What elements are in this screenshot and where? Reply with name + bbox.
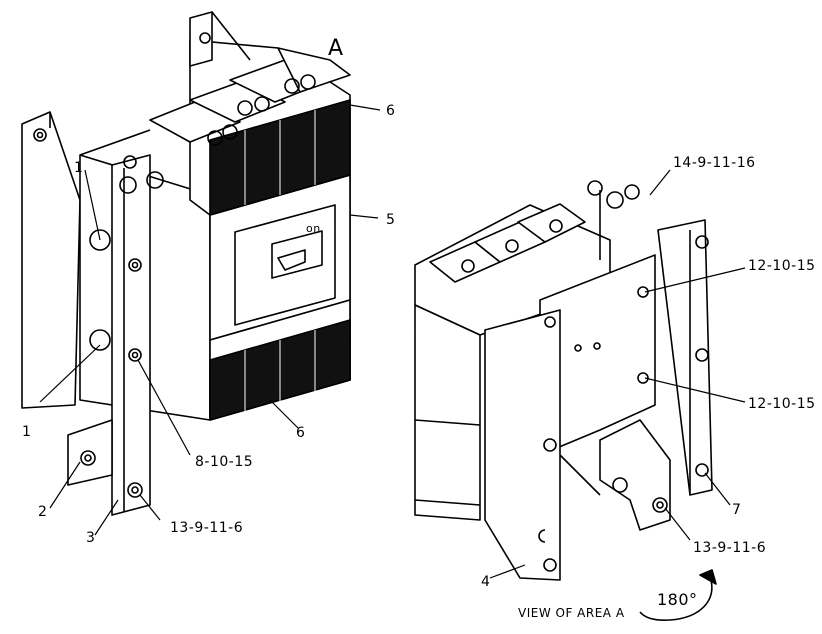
view-label-a: A	[328, 36, 344, 61]
view-of-area-caption: VIEW OF AREA A	[518, 606, 625, 620]
callout-14: 14-9-11-16	[673, 155, 756, 171]
callout-8: 8-10-15	[195, 454, 254, 470]
top-bolts	[587, 180, 640, 260]
callout-13-left: 13-9-11-6	[170, 520, 244, 536]
right-assembly	[414, 180, 713, 581]
left-assembly	[21, 11, 351, 516]
callout-13-right: 13-9-11-6	[693, 540, 767, 556]
callout-2: 2	[38, 504, 48, 520]
leader-lines	[39, 104, 746, 579]
callout-1-bottom: 1	[22, 424, 32, 440]
right-mounting-bar	[657, 219, 713, 496]
callout-1-top: 1	[74, 160, 84, 176]
callout-3: 3	[86, 530, 96, 546]
callout-12-top: 12-10-15	[748, 258, 816, 274]
callout-7: 7	[732, 502, 742, 518]
callout-5: 5	[386, 212, 396, 228]
left-bracket	[67, 229, 113, 486]
callout-6-bottom: 6	[296, 425, 306, 441]
front-plate	[484, 309, 561, 581]
bottom-terminal-block	[209, 299, 351, 421]
callout-6-top: 6	[386, 103, 396, 119]
left-mounting-bar	[111, 154, 164, 516]
rotation-arrow-icon	[639, 569, 717, 621]
lower-bracket	[559, 419, 671, 531]
top-terminal-block	[149, 11, 351, 216]
switch-text: on	[306, 222, 321, 235]
callout-12-bottom: 12-10-15	[748, 396, 816, 412]
callout-4: 4	[481, 574, 491, 590]
left-side-plate	[21, 111, 81, 409]
rotation-label: 180°	[657, 590, 698, 609]
